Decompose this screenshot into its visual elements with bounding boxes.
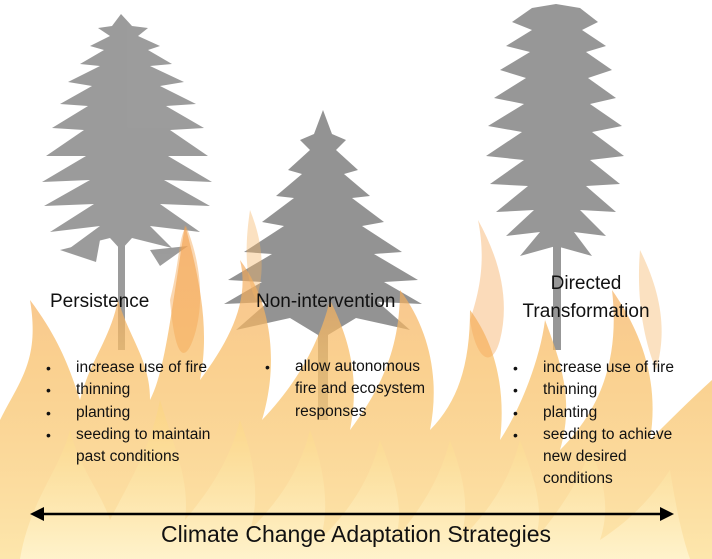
list-item: planting: [46, 402, 246, 425]
list-item: allow autonomous fire and ecosystem resp…: [265, 356, 443, 423]
pine-tree-icon: [42, 14, 212, 350]
double-arrow-icon: [30, 507, 674, 521]
non-intervention-heading-line: Non-intervention: [256, 291, 396, 312]
directed-transformation-heading-line-1: Directed: [550, 273, 622, 294]
persistence-heading: Persistence: [50, 288, 149, 316]
list-item: seeding to achieve new desired condition…: [513, 424, 693, 491]
non-intervention-heading: Non-intervention: [256, 288, 395, 316]
list-item: increase use of fire: [513, 357, 708, 380]
spruce-tree-icon: [486, 4, 624, 350]
non-intervention-actions-list: allow autonomous fire and ecosystem resp…: [265, 356, 455, 423]
persistence-heading-line: Persistence: [50, 291, 150, 312]
persistence-actions-list: increase use of fire thinning planting s…: [46, 357, 246, 468]
list-item: increase use of fire: [46, 357, 246, 380]
directed-transformation-heading-line-2: Transformation: [522, 301, 650, 322]
list-item: thinning: [46, 379, 246, 402]
directed-transformation-actions-list: increase use of fire thinning planting s…: [513, 357, 708, 491]
list-item: thinning: [513, 379, 708, 402]
list-item: planting: [513, 402, 708, 425]
directed-transformation-heading: Directed Transformation: [506, 270, 666, 326]
list-item: seeding to maintain past conditions: [46, 424, 226, 469]
axis-label: Climate Change Adaptation Strategies: [161, 521, 551, 547]
